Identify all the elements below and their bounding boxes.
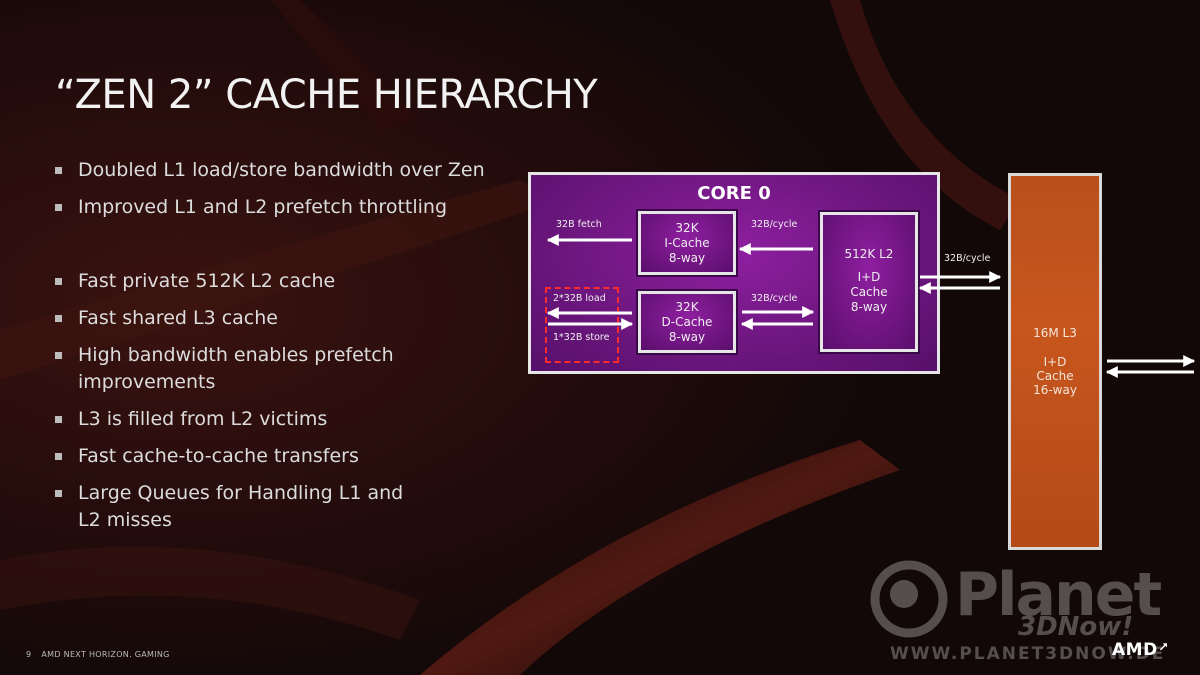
store-label: 1*32B store [553,332,610,343]
bullet-marker-icon [55,352,62,359]
bullet-marker-icon [55,167,62,174]
l3-cache-box: 16M L3 I+D Cache 16-way [1008,173,1102,550]
amd-arrow-icon: ⭧ [1159,640,1168,654]
bullet-marker-icon [55,453,62,460]
bullet-marker-icon [55,204,62,211]
fetch-label: 32B fetch [556,219,602,230]
page-number: 9 [26,650,32,659]
bullet-marker-icon [55,315,62,322]
l3-name: 16M L3 [1033,326,1077,340]
dcache-l2-bandwidth-label: 32B/cycle [751,293,798,304]
amd-logo: AMD⭧ [1112,640,1168,660]
l3-details: I+D Cache 16-way [1033,355,1077,397]
dcache-box: 32K D-Cache 8-way [638,291,736,353]
watermark-url: WWW.PLANET3DNOW.DE [890,644,1166,664]
watermark-sub: 3DNow! [1018,612,1134,642]
core-title: CORE 0 [697,183,771,204]
slide-title: “ZEN 2” CACHE HIERARCHY [55,72,598,118]
l2-cache-box: 512K L2 I+D Cache 8-way [820,212,918,352]
bullet-marker-icon [55,278,62,285]
icache-l2-bandwidth-label: 32B/cycle [751,219,798,230]
footer-text: AMD NEXT HORIZON. GAMING [41,650,170,659]
watermark-name: Planet [955,560,1162,630]
planet3dnow-logo-icon [870,560,948,638]
icache-box: 32K I-Cache 8-way [638,211,736,275]
l2-l3-bandwidth-label: 32B/cycle [944,253,991,264]
slide-footer: 9 AMD NEXT HORIZON. GAMING [26,650,170,659]
load-label: 2*32B load [553,293,606,304]
bullet-marker-icon [55,416,62,423]
bullet-marker-icon [55,490,62,497]
